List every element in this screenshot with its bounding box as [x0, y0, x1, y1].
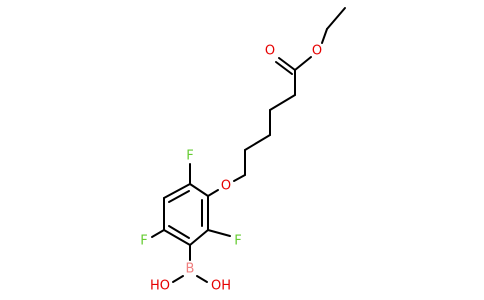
- atom-oh-left: HO: [150, 279, 170, 294]
- atom-f-right: F: [234, 234, 241, 249]
- bond-ring-f-right: [207, 229, 231, 237]
- bond-c-o-double-b: [275, 61, 293, 75]
- atom-f-top: F: [186, 149, 193, 164]
- ring-bond-2: [163, 183, 191, 199]
- ring-bond-5: [189, 229, 209, 246]
- bond-ethyl-ch2-o: [321, 28, 328, 44]
- bond-b-oh-right: [196, 275, 208, 283]
- bond-ring-f-left: [151, 229, 165, 238]
- ring-bond-1: [189, 183, 209, 197]
- bond-o-ether-ring: [207, 189, 219, 197]
- ring-bond-2-inner: [168, 190, 190, 203]
- atom-f-left: F: [140, 234, 147, 249]
- bond-chain-2: [269, 94, 296, 111]
- atom-boron: B: [186, 262, 195, 277]
- atom-o-ester: O: [312, 44, 322, 59]
- bond-ethyl-ch3: [326, 7, 346, 30]
- ring-bond-4-inner: [168, 225, 190, 239]
- atom-o-ether: O: [221, 179, 231, 194]
- ring-bond-4: [163, 229, 191, 246]
- bond-chain-4: [244, 134, 271, 151]
- atom-o-carbonyl: O: [265, 44, 275, 59]
- bond-o-carbonyl-c: [294, 56, 312, 71]
- atom-oh-right: OH: [211, 279, 231, 294]
- bond-ch2-o-ether: [233, 174, 246, 182]
- bond-b-oh-left: [172, 275, 184, 283]
- bond-c-o-double-a: [278, 57, 296, 71]
